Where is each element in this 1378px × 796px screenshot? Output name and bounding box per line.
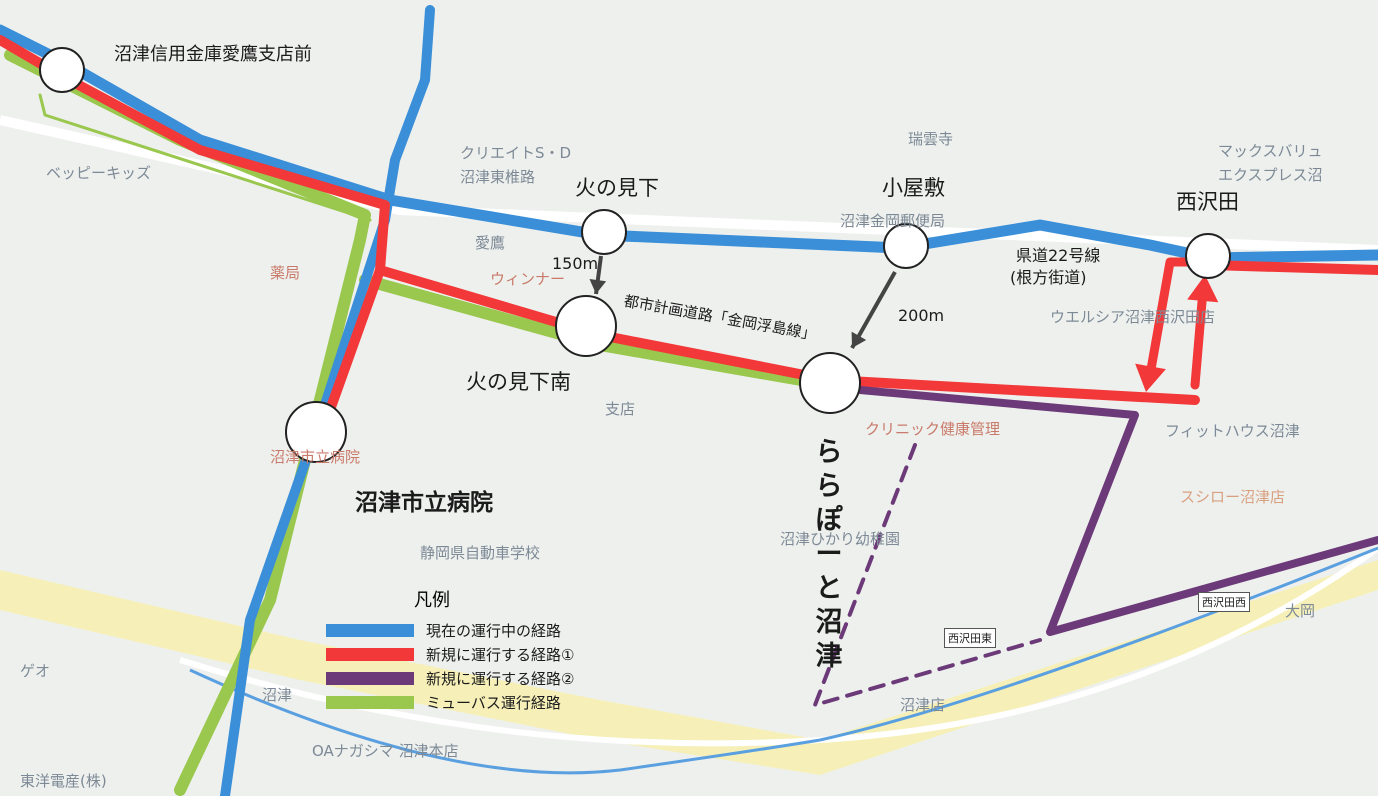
railway-line xyxy=(819,546,1378,742)
station-nishizawada-east: 西沢田東 xyxy=(944,628,996,648)
bg-label-geo: ゲオ xyxy=(20,662,51,680)
stop-label-hospital: 沼津市立病院 xyxy=(355,490,493,516)
new-route-1-northbound xyxy=(1190,285,1208,390)
legend-item-new2: 新規に運行する経路② xyxy=(322,668,582,690)
base-road-1 xyxy=(0,115,1378,255)
stop-label-lalaport: ららぽーと沼津 xyxy=(815,437,843,672)
bg-label-ohashi: 大岡 xyxy=(1285,602,1316,620)
railway-band xyxy=(0,560,1378,775)
southbound-arrowhead xyxy=(1135,363,1166,392)
bg-label-maxvalu: マックスバリュ xyxy=(1218,142,1323,160)
stop-circle-hospital xyxy=(285,401,347,463)
northbound-arrowhead xyxy=(1187,275,1219,303)
bg-label-create: クリエイトS・D xyxy=(460,144,572,162)
stop-label-hinomishita: 火の見下 xyxy=(575,176,659,200)
stop-circle-hinomishita-minami xyxy=(555,295,617,357)
walk-arrow-200-shaft xyxy=(850,271,897,349)
new-route-1-east xyxy=(1205,260,1378,275)
road-label-pref22-alias: (根方街道) xyxy=(1010,268,1087,287)
stop-circle-shinkin xyxy=(39,47,85,93)
legend-item-mubus: ミューバス運行経路 xyxy=(322,692,582,714)
bg-label-zuiunji: 瑞雲寺 xyxy=(908,130,954,148)
new-route-2-dashed xyxy=(813,443,1042,707)
walk-arrow-200-head xyxy=(851,331,867,348)
bg-label-hospital: 沼津市立病院 xyxy=(270,448,361,466)
station-nishizawada-west: 西沢田西 xyxy=(1198,592,1250,612)
bg-label-branch: 支店 xyxy=(605,400,636,418)
legend-label-new2: 新規に運行する経路② xyxy=(426,670,575,688)
bg-label-welcia: ウエルシア沼津西沢田店 xyxy=(1050,308,1216,326)
legend-item-current: 現在の運行中の経路 xyxy=(322,620,582,642)
bg-label-oa: OAナガシマ 沼津本店 xyxy=(312,742,459,760)
bg-label-winner: ウィンナー xyxy=(490,270,566,288)
bg-label-babykids: ベッピーキッズ xyxy=(46,164,152,182)
stop-circle-lalaport xyxy=(799,352,861,414)
bg-label-clinic: クリニック健康管理 xyxy=(865,420,1001,438)
legend-label-current: 現在の運行中の経路 xyxy=(426,622,562,640)
road-label-pref22: 県道22号線 xyxy=(1016,246,1101,265)
bg-label-yakuho: 薬局 xyxy=(270,264,301,282)
walk-arrow-150-head xyxy=(589,279,607,294)
new-route-1-city xyxy=(375,265,1200,405)
bg-label-toyo: 東洋電産(株) xyxy=(20,772,107,790)
current-route-main xyxy=(0,24,1378,264)
legend-item-new1: 新規に運行する経路① xyxy=(322,644,582,666)
legend-title: 凡例 xyxy=(414,590,450,611)
bg-label-fithouse: フィットハウス沼津 xyxy=(1165,422,1300,440)
distance-150: 150m xyxy=(552,254,599,273)
legend-swatch-new2 xyxy=(326,672,414,685)
bg-label-aitaka: 愛鷹 xyxy=(475,234,506,252)
bg-label-numazu-store: 沼津店 xyxy=(900,696,946,714)
bg-label-kindergarten: 沼津ひかり幼稚園 xyxy=(780,530,901,548)
stop-label-nishizawada: 西沢田 xyxy=(1176,190,1239,214)
legend-label-mubus: ミューバス運行経路 xyxy=(426,694,561,712)
legend-label-new1: 新規に運行する経路① xyxy=(426,646,575,664)
bg-label-numazu-higashi: 沼津東椎路 xyxy=(460,168,536,186)
new-route-2 xyxy=(856,386,1378,636)
legend-swatch-current xyxy=(326,624,414,637)
mubus-spur xyxy=(38,93,372,222)
legend-swatch-mubus xyxy=(326,696,414,709)
railway-line-west xyxy=(189,668,821,775)
bg-label-driving: 静岡県自動車学校 xyxy=(420,544,541,562)
bg-label-numazu2: 沼津 xyxy=(262,686,293,704)
distance-200: 200m xyxy=(898,306,945,325)
stop-label-koyashiki: 小屋敷 xyxy=(882,176,945,200)
stop-label-hinomishita-minami: 火の見下南 xyxy=(466,370,571,394)
stop-label-shinkin: 沼津信用金庫愛鷹支店前 xyxy=(114,44,312,65)
stop-circle-nishizawada xyxy=(1185,233,1231,279)
stop-circle-koyashiki xyxy=(883,223,929,269)
bg-label-sushiro: スシロー沼津店 xyxy=(1180,488,1286,506)
bus-stops xyxy=(39,47,1231,463)
stop-circle-hinomishita xyxy=(581,209,627,255)
legend-swatch-new1 xyxy=(326,648,414,661)
bg-label-post: 沼津金岡郵便局 xyxy=(840,212,946,230)
bg-label-express: エクスプレス沼 xyxy=(1218,166,1323,184)
walking-arrows xyxy=(589,255,1219,392)
